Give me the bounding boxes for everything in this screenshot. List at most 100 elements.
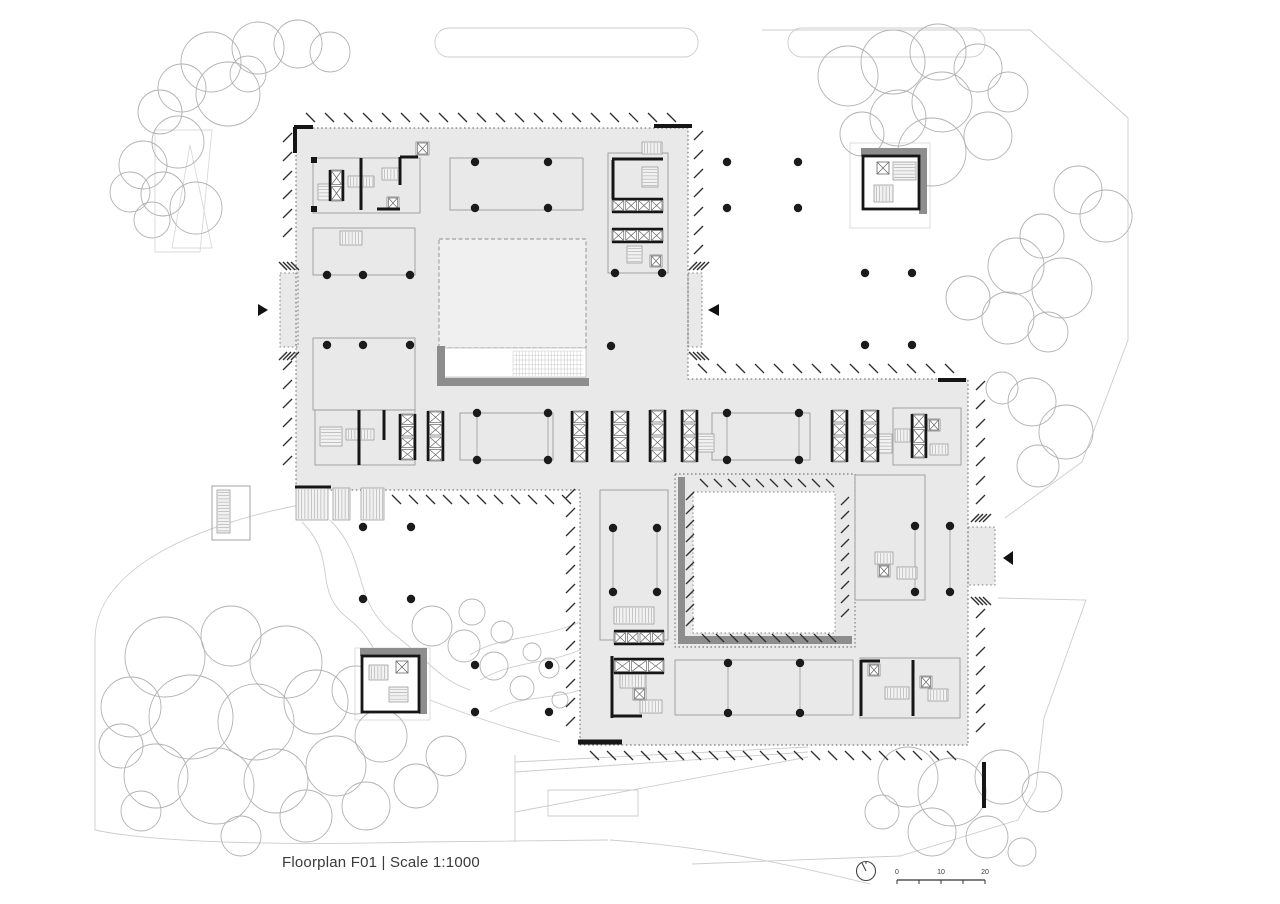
columns-layer: [322, 157, 955, 718]
column-dot: [544, 707, 554, 717]
tree: [860, 29, 926, 95]
pavilion-shadow: [419, 648, 427, 714]
stair: [641, 166, 659, 188]
tree: [140, 171, 186, 217]
stair: [877, 433, 893, 454]
column-dot: [405, 270, 415, 280]
column-dot: [910, 587, 920, 597]
column-dot: [907, 268, 917, 278]
tree: [1021, 771, 1063, 813]
tree: [148, 674, 234, 760]
stair: [619, 673, 647, 689]
stair: [360, 487, 385, 521]
column-dot: [793, 157, 803, 167]
tree: [909, 23, 967, 81]
tree: [953, 43, 1003, 93]
tree: [509, 675, 535, 701]
elevator-bank: [831, 409, 848, 463]
stair: [894, 428, 911, 443]
room-outline: [854, 474, 926, 601]
tree: [305, 735, 367, 797]
column-dot: [358, 522, 368, 532]
room-outline: [211, 485, 251, 541]
tree: [911, 71, 973, 133]
pavilions-layer: [360, 148, 927, 714]
tree: [309, 31, 351, 73]
tree: [551, 691, 569, 709]
tree: [177, 747, 255, 825]
elevator-bank: [611, 410, 629, 463]
tree: [123, 743, 189, 809]
room-outline: [892, 407, 962, 466]
entrance-arrow-icon: [258, 304, 268, 316]
column-dot: [470, 203, 480, 213]
tree: [200, 605, 262, 667]
column-dot: [795, 658, 805, 668]
stair: [613, 606, 655, 625]
column-dot: [608, 587, 618, 597]
tree: [907, 807, 957, 857]
column-dot: [472, 455, 482, 465]
column-dot: [794, 455, 804, 465]
column-dot: [722, 408, 732, 418]
tree: [425, 735, 467, 777]
elevators-layer: [328, 141, 941, 701]
entrance-arrow-icon: [1003, 551, 1013, 565]
column-dot: [322, 270, 332, 280]
column-dot: [793, 203, 803, 213]
tree: [195, 61, 261, 127]
column-dot: [795, 708, 805, 718]
tree: [133, 201, 171, 239]
tree: [273, 19, 323, 69]
column-dot: [358, 270, 368, 280]
column-dot: [470, 707, 480, 717]
room-outline: [449, 157, 584, 211]
stairs-layer: [216, 141, 949, 714]
tree: [1079, 189, 1133, 243]
column-dot: [652, 523, 662, 533]
column-dot: [722, 203, 732, 213]
column-dot: [406, 594, 416, 604]
tree: [869, 89, 927, 147]
column-dot: [608, 523, 618, 533]
tree: [447, 629, 481, 663]
tree: [1031, 257, 1093, 319]
tree: [341, 781, 391, 831]
tree: [864, 794, 900, 830]
tree: [217, 683, 295, 761]
tree: [354, 709, 408, 763]
column-dot: [610, 268, 620, 278]
tree: [522, 642, 542, 662]
elevator-bank: [571, 410, 588, 463]
tree: [169, 181, 223, 235]
tree: [963, 111, 1013, 161]
tree: [124, 616, 206, 698]
tree: [243, 748, 309, 814]
elevator-bank: [399, 413, 416, 461]
stair: [626, 245, 643, 264]
column-dot: [606, 341, 616, 351]
stair: [332, 487, 351, 521]
atrium-opening: [440, 347, 587, 378]
upper-courtyard: [438, 238, 587, 349]
column-dot: [910, 521, 920, 531]
entrance-arrows: [258, 304, 1013, 565]
tree: [877, 746, 939, 808]
tree: [279, 789, 333, 843]
column-dot: [470, 157, 480, 167]
column-dot: [543, 157, 553, 167]
tree: [180, 31, 242, 93]
elevator-bank: [649, 409, 666, 463]
stair: [319, 426, 343, 447]
room-outline: [312, 157, 421, 214]
tree: [945, 275, 991, 321]
tree: [987, 237, 1045, 295]
tree: [985, 371, 1019, 405]
tree: [458, 598, 486, 626]
lower-courtyard-void: [692, 491, 836, 634]
tree: [231, 21, 285, 75]
tree: [490, 620, 514, 644]
column-dot: [945, 587, 955, 597]
